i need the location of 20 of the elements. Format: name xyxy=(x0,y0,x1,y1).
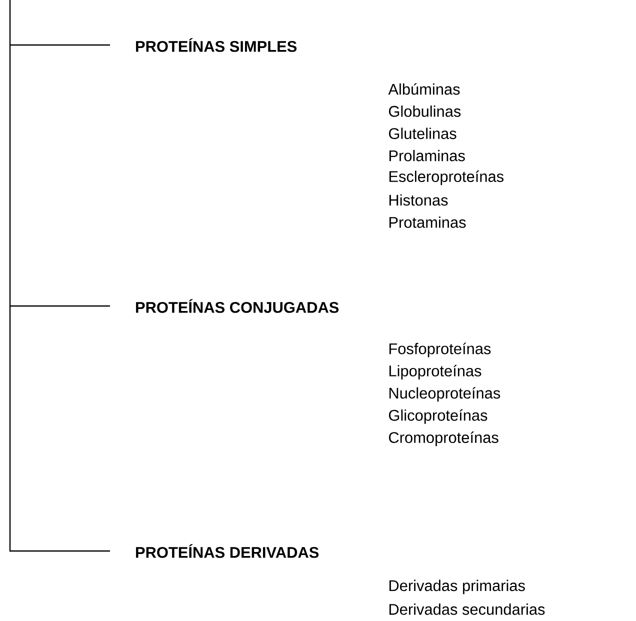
list-item: Nucleoproteínas xyxy=(389,387,500,402)
list-item: Derivadas primarias xyxy=(389,580,525,594)
branch-line xyxy=(10,44,110,46)
list-item: Histonas xyxy=(389,194,448,206)
branch-line xyxy=(10,305,110,307)
list-item: Cromoproteínas xyxy=(388,432,498,446)
list-item: Derivadas secundarias xyxy=(389,604,545,615)
list-item: Fosfoproteínas xyxy=(389,342,491,358)
category-heading: PROTEÍNAS SIMPLES xyxy=(136,38,297,52)
category-heading: PROTEÍNAS DERIVADAS xyxy=(136,544,319,558)
list-item: Albúminas xyxy=(388,83,460,95)
list-item: Lipoproteínas xyxy=(389,364,482,380)
list-item: Glicoproteínas xyxy=(388,409,488,424)
list-item: Escleroproteínas xyxy=(389,170,504,186)
branch-line xyxy=(10,550,110,552)
list-item: Glutelinas xyxy=(388,128,456,140)
list-item: Globulinas xyxy=(388,106,461,117)
list-item: Prolaminas xyxy=(389,150,465,162)
list-item: Protaminas xyxy=(389,216,466,228)
category-heading: PROTEÍNAS CONJUGADAS xyxy=(136,299,339,313)
